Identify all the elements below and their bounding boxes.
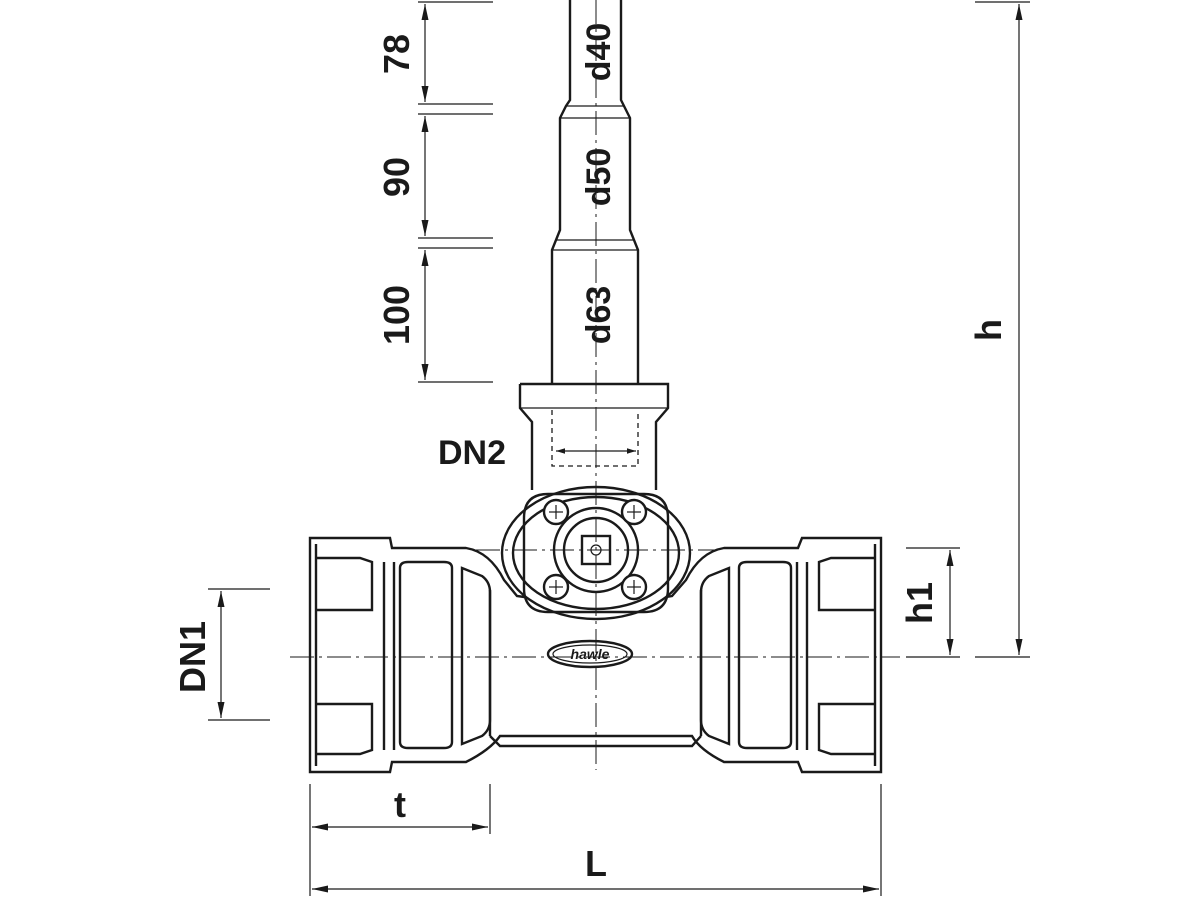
dim-label-h1: h1 bbox=[899, 582, 940, 624]
dimension-labels: 78 90 100 d40 d50 d63 DN2 DN1 h h1 t L bbox=[172, 23, 1009, 884]
branch-outlet bbox=[518, 382, 670, 490]
pipe-label-d50: d50 bbox=[580, 148, 618, 207]
cap-screw bbox=[620, 573, 648, 601]
dim-label-L: L bbox=[585, 843, 607, 884]
logo-text: hawle bbox=[571, 646, 610, 662]
cap-screw bbox=[542, 498, 570, 526]
extension-lines bbox=[208, 1, 1030, 896]
dim-label-dn2: DN2 bbox=[438, 434, 506, 472]
pipe-label-d40: d40 bbox=[580, 23, 618, 82]
dim-label-100: 100 bbox=[376, 285, 417, 345]
tee-body bbox=[308, 536, 883, 774]
hawle-logo: hawle bbox=[546, 639, 634, 669]
dim-label-dn1: DN1 bbox=[172, 621, 213, 693]
dim-label-78: 78 bbox=[376, 34, 417, 74]
dim-label-t: t bbox=[394, 784, 406, 825]
valve-cap bbox=[500, 485, 692, 621]
pipe-label-d63: d63 bbox=[580, 286, 618, 345]
cap-screw bbox=[542, 573, 570, 601]
dim-label-90: 90 bbox=[376, 157, 417, 197]
center-lines bbox=[290, 0, 900, 770]
cap-screw bbox=[620, 498, 648, 526]
dimension-lines bbox=[217, 4, 1023, 893]
dim-label-h: h bbox=[968, 319, 1009, 341]
